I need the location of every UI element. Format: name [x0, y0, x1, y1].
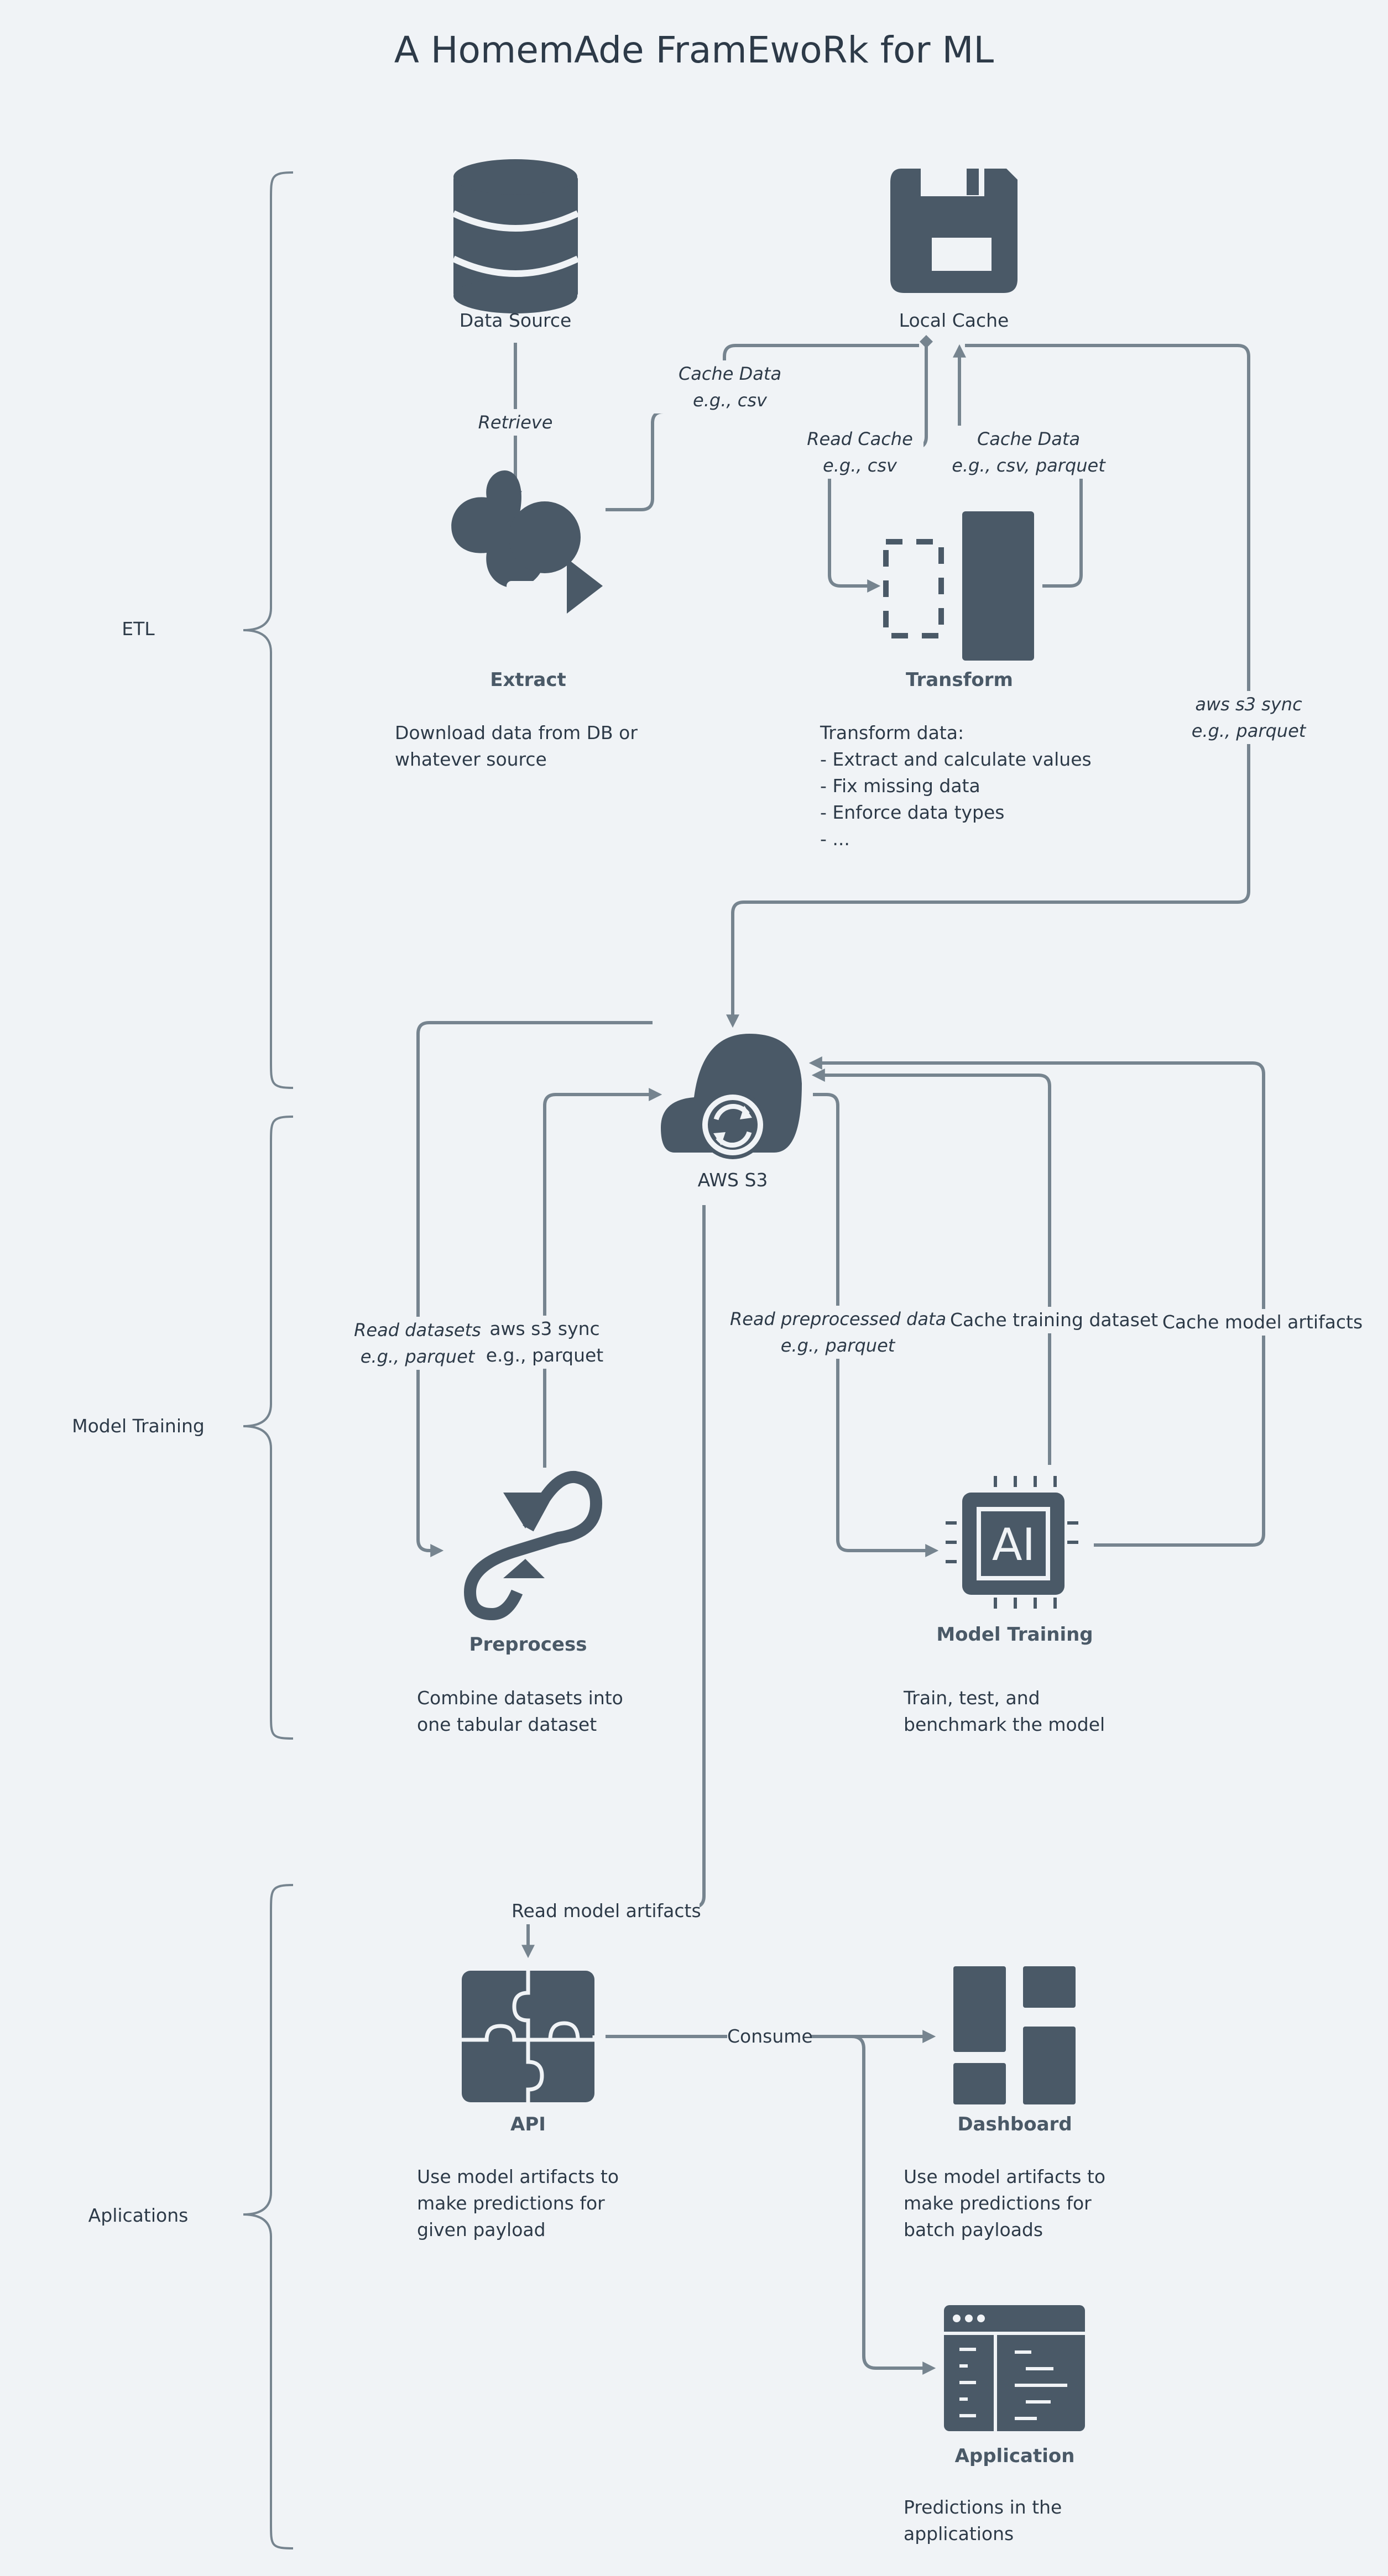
- application-description-line: applications: [904, 2523, 1014, 2544]
- edge-cache-training: [811, 1069, 1051, 1465]
- api-description-line: given payload: [417, 2219, 546, 2240]
- extract-icon: [451, 470, 603, 614]
- api-description-line: Use model artifacts to: [417, 2166, 619, 2187]
- api-label: API: [510, 2113, 546, 2135]
- edge-cache-model: [808, 1056, 1265, 1547]
- section-model-training-label: Model Training: [72, 1415, 205, 1437]
- section-etl-label: ETL: [122, 618, 155, 640]
- cloud-sync-icon: [661, 1034, 802, 1159]
- consume-edge-label: Consume: [727, 2023, 813, 2050]
- extract-description: Download data from DB or whatever source: [395, 720, 638, 773]
- aws-s3-sync-1-edge-label: aws s3 sync e.g., parquet: [1166, 691, 1332, 744]
- edge-label-line: e.g., parquet: [780, 1335, 895, 1356]
- application-label: Application: [954, 2445, 1075, 2467]
- edge-read-datasets: [416, 1021, 653, 1557]
- applications-brace: [243, 1884, 294, 2549]
- edge-label-line: Cache Data: [977, 428, 1081, 449]
- floppy-disk-icon: [890, 169, 1017, 293]
- transform-description-line: - ...: [820, 828, 850, 850]
- extract-description-line: Download data from DB or: [395, 722, 638, 744]
- aws-s3-label: AWS S3: [697, 1169, 768, 1191]
- read-preprocessed-edge-label: Read preprocessed data e.g., parquet: [730, 1306, 946, 1359]
- edge-label-line: aws s3 sync: [1195, 694, 1302, 715]
- dashboard-icon: [953, 1966, 1076, 2104]
- edge-label-line: aws s3 sync: [489, 1318, 600, 1339]
- edge-consume-application: [851, 2035, 936, 2375]
- transform-description-line: - Extract and calculate values: [820, 748, 1092, 770]
- page-title: A HomemAde FramEwoRk for ML: [394, 29, 994, 71]
- app-window-icon: [944, 2305, 1085, 2431]
- cache-model-edge-label: Cache model artifacts: [1160, 1309, 1365, 1336]
- edge-label-line: Cache Data: [678, 363, 782, 384]
- edge-label-line: e.g., csv: [693, 390, 767, 411]
- section-applications-label: Aplications: [88, 2205, 189, 2226]
- model-training-brace: [243, 1116, 294, 1740]
- preprocess-description-line: one tabular dataset: [417, 1714, 597, 1735]
- transform-description: Transform data: - Extract and calculate …: [820, 720, 1092, 852]
- dashboard-label: Dashboard: [957, 2113, 1072, 2135]
- aws-s3-sync-2-edge-label: aws s3 sync e.g., parquet: [481, 1316, 608, 1369]
- database-icon: [452, 159, 580, 313]
- model-training-label: Model Training: [936, 1624, 1093, 1646]
- ai-chip-icon: AI: [946, 1476, 1078, 1609]
- read-cache-edge-label: Read Cache e.g., csv: [796, 426, 923, 479]
- dashboard-description-line: make predictions for: [904, 2192, 1092, 2214]
- preprocess-label: Preprocess: [469, 1633, 587, 1656]
- dashboard-description: Use model artifacts to make predictions …: [904, 2164, 1105, 2243]
- edge-label-line: e.g., parquet: [1191, 720, 1306, 741]
- application-description-line: Predictions in the: [904, 2496, 1062, 2518]
- edge-label-line: Read datasets: [354, 1320, 481, 1341]
- transform-description-line: - Fix missing data: [820, 775, 980, 797]
- data-source-label: Data Source: [459, 310, 572, 331]
- cache-training-edge-label: Cache training dataset: [950, 1307, 1158, 1333]
- extract-label: Extract: [490, 669, 566, 691]
- api-description-line: make predictions for: [417, 2192, 605, 2214]
- edge-label-line: e.g., parquet: [486, 1344, 604, 1366]
- application-description: Predictions in the applications: [904, 2494, 1062, 2547]
- local-cache-label: Local Cache: [899, 310, 1009, 331]
- transform-icon: [883, 511, 1034, 661]
- edge-label-line: Read preprocessed data: [730, 1308, 947, 1329]
- dashboard-description-line: batch payloads: [904, 2219, 1043, 2240]
- cache-data-2-edge-label: Cache Data e.g., csv, parquet: [946, 426, 1112, 479]
- edge-label-line: e.g., csv: [823, 455, 897, 476]
- preprocess-description-line: Combine datasets into: [417, 1687, 623, 1709]
- edge-label-line: e.g., parquet: [360, 1346, 475, 1367]
- extract-description-line: whatever source: [395, 748, 547, 770]
- cache-data-edge-label: Cache Data e.g., csv: [647, 360, 813, 413]
- edge-label-line: e.g., csv, parquet: [952, 455, 1105, 476]
- read-datasets-edge-label: Read datasets e.g., parquet: [337, 1317, 498, 1370]
- transform-description-line: Transform data:: [820, 722, 964, 744]
- preprocess-loop-icon: [463, 1470, 603, 1621]
- preprocess-description: Combine datasets into one tabular datase…: [417, 1685, 623, 1738]
- model-training-description: Train, test, and benchmark the model: [904, 1685, 1105, 1738]
- edge-label-line: Read Cache: [807, 428, 913, 449]
- retrieve-edge-label: Retrieve: [471, 409, 560, 436]
- edge-aws-s3-sync-1: [726, 344, 1250, 1028]
- transform-description-line: - Enforce data types: [820, 802, 1005, 823]
- etl-brace: [243, 171, 294, 1089]
- transform-label: Transform: [906, 669, 1013, 691]
- model-training-description-line: Train, test, and: [904, 1687, 1040, 1709]
- dashboard-description-line: Use model artifacts to: [904, 2166, 1106, 2187]
- read-model-edge-label: Read model artifacts: [512, 1898, 701, 1924]
- model-training-description-line: benchmark the model: [904, 1714, 1105, 1735]
- edge-cache-data: [606, 344, 919, 511]
- puzzle-icon: [462, 1971, 597, 2102]
- api-description: Use model artifacts to make predictions …: [417, 2164, 619, 2243]
- edge-aws-s3-sync-2: [543, 1088, 662, 1468]
- svg-text:AI: AI: [992, 1519, 1035, 1570]
